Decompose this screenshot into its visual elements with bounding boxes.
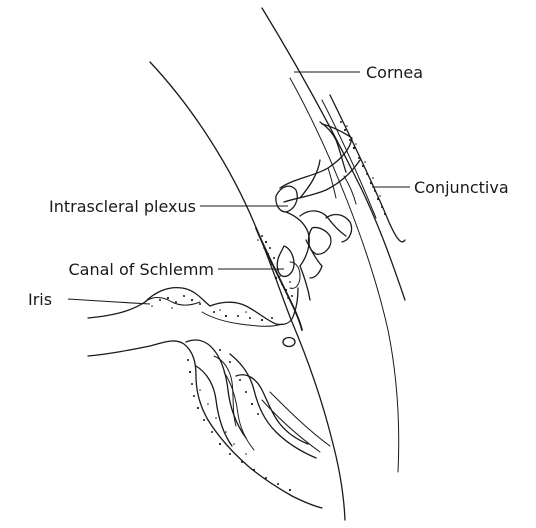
intrascleral-plexus-vessels (276, 122, 360, 300)
iris-outline (88, 288, 298, 325)
descemet-membrane-line (150, 62, 345, 520)
ciliary-muscle-fold (186, 340, 246, 438)
iris-lower-edge (202, 312, 282, 326)
iris-anterior-lobe (145, 298, 200, 306)
cornea-label: Cornea (366, 63, 423, 82)
iris-label: Iris (28, 290, 52, 309)
trabecular-meshwork-line (256, 228, 302, 330)
corneal-inner-surface (290, 78, 399, 472)
iris-vesicle (283, 338, 295, 347)
conjunctiva-label: Conjunctiva (414, 178, 509, 197)
corneal-outer-surface (262, 8, 405, 300)
conjunctiva-outer-line (330, 95, 405, 242)
iris-leader-line (68, 299, 150, 304)
ciliary-inner-fold (224, 372, 254, 450)
intrascleral-plexus-label: Intrascleral plexus (49, 197, 196, 216)
canal-of-schlemm-label: Canal of Schlemm (68, 260, 214, 279)
